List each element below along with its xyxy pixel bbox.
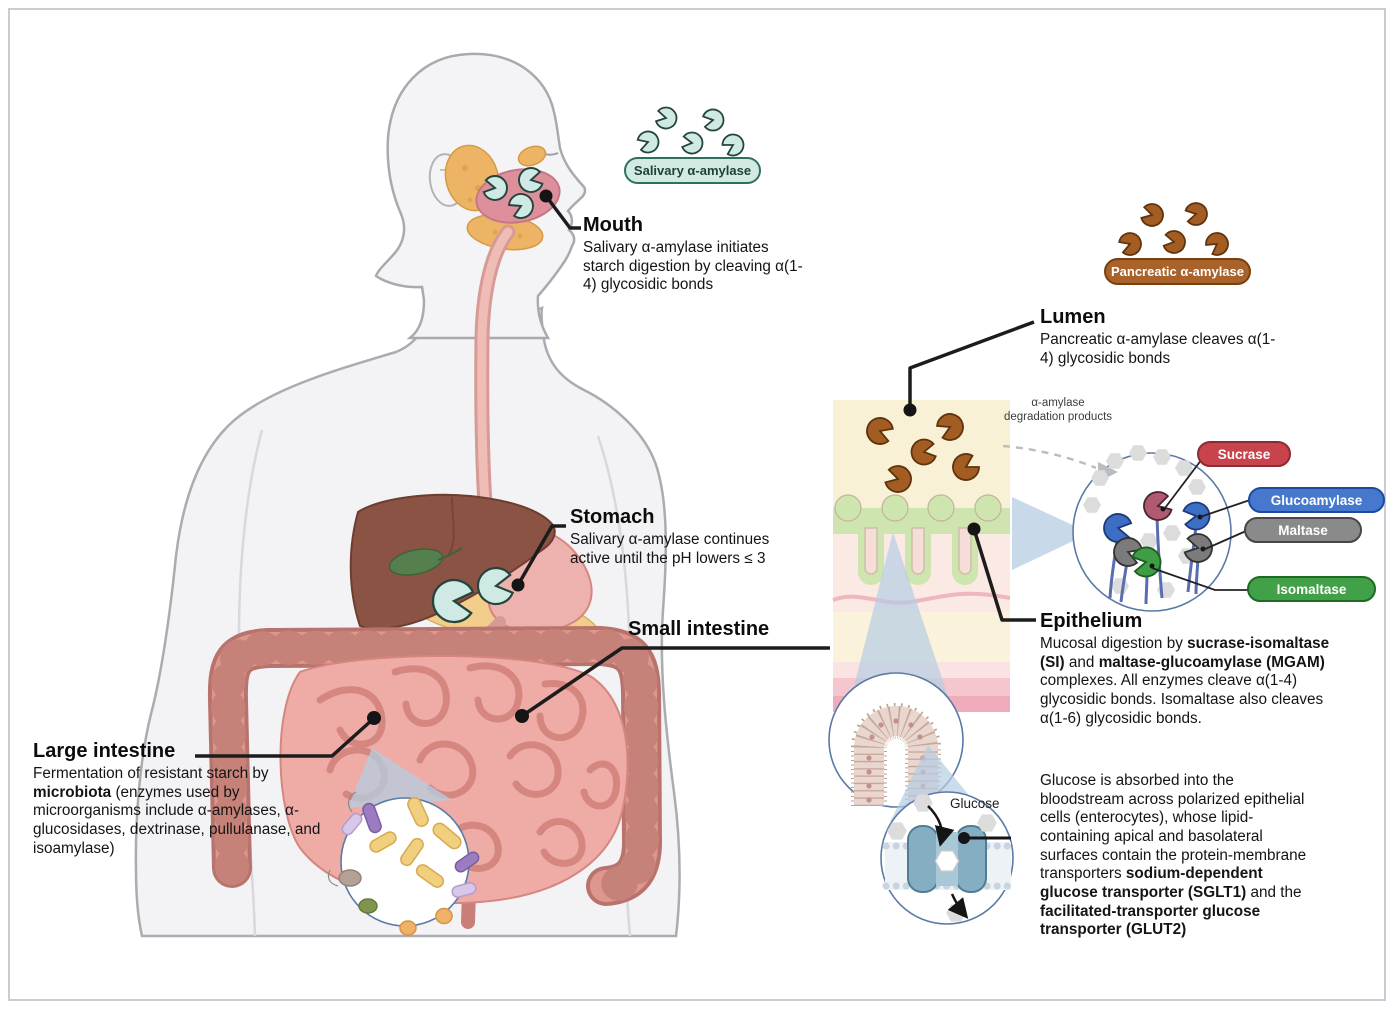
lumen-annotation: Lumen Pancreatic α-amylase cleaves α(1-4… bbox=[1040, 306, 1280, 368]
connectors bbox=[195, 194, 1036, 758]
epithelium-connector bbox=[972, 528, 1036, 622]
zoom-beam-wall-to-villus bbox=[850, 532, 950, 702]
connector-dots bbox=[367, 189, 981, 725]
large-intestine-connector bbox=[195, 718, 374, 758]
sucrase-pill-label: Sucrase bbox=[1217, 446, 1271, 462]
epithelium-annotation: Epithelium Mucosal digestion by sucrase-… bbox=[1040, 610, 1342, 728]
panel-border bbox=[8, 8, 1386, 1001]
pancreatic-amylase-pill-label: Pancreatic α-amylase bbox=[1110, 264, 1244, 279]
gallbladder bbox=[388, 547, 463, 576]
degradation-dashed-line bbox=[1002, 444, 1097, 470]
salivary-amylase-pill: Salivary α-amylase bbox=[624, 157, 761, 184]
transport-arrows bbox=[927, 805, 969, 919]
glucose-absorption-body: Glucose is absorbed into the bloodstream… bbox=[1040, 772, 1307, 939]
stomach-body: Salivary α-amylase continues active unti… bbox=[570, 531, 770, 567]
enzyme-zoom-circle bbox=[1072, 445, 1232, 612]
small-intestine-connector bbox=[521, 646, 830, 718]
stomach-annotation: Stomach Salivary α-amylase continues act… bbox=[570, 506, 802, 568]
epithelium-heading: Epithelium bbox=[1040, 610, 1143, 632]
isomaltase-pill-label: Isomaltase bbox=[1276, 581, 1347, 597]
liver-ridge bbox=[447, 496, 455, 557]
maltase-pill-label: Maltase bbox=[1278, 522, 1328, 538]
large-intestine-annotation: Large intestine Fermentation of resistan… bbox=[33, 740, 345, 858]
stomach-connector bbox=[516, 524, 566, 586]
degradation-products-note: α-amylase degradation products bbox=[1003, 397, 1113, 424]
large-intestine-heading: Large intestine bbox=[33, 740, 176, 762]
enzyme-pill-lines bbox=[1151, 454, 1251, 591]
pancreatic-amylase-cluster bbox=[1116, 200, 1234, 260]
isomaltase-pill: Isomaltase bbox=[1247, 576, 1376, 602]
microbiota-zoom-circle bbox=[327, 791, 480, 936]
microbiota-bacteria bbox=[327, 791, 480, 936]
sucrase-pill: Sucrase bbox=[1197, 441, 1291, 467]
zoom-beam-wall-to-enzymes bbox=[1012, 497, 1090, 570]
glucose-absorption-annotation: Glucose is absorbed into the bloodstream… bbox=[1040, 772, 1312, 940]
mouth-connector bbox=[544, 194, 581, 230]
epithelium-layer bbox=[833, 494, 1010, 585]
large-intestine-body: Fermentation of resistant starch by micr… bbox=[33, 765, 321, 857]
mouth-annotation: Mouth Salivary α-amylase initiates starc… bbox=[583, 214, 808, 295]
pancreatic-amylase-pill: Pancreatic α-amylase bbox=[1104, 258, 1251, 285]
small-intestine-annotation: Small intestine bbox=[628, 618, 769, 640]
mouth-heading: Mouth bbox=[583, 214, 643, 236]
large-intestine-organ bbox=[207, 626, 662, 906]
glucoamylase-pill-label: Glucoamylase bbox=[1270, 492, 1363, 508]
epithelium-body: Mucosal digestion by sucrase-isomaltase … bbox=[1040, 635, 1330, 727]
salivary-amylase-pill-label: Salivary α-amylase bbox=[633, 163, 752, 178]
glucose-label: Glucose bbox=[950, 796, 1000, 811]
glucose-zoom-circle bbox=[880, 791, 1014, 925]
lumen-body: Pancreatic α-amylase cleaves α(1-4) glyc… bbox=[1040, 331, 1276, 367]
small-intestine-heading: Small intestine bbox=[628, 618, 770, 640]
mouth-body: Salivary α-amylase initiates starch dige… bbox=[583, 239, 803, 294]
glucoamylase-pill: Glucoamylase bbox=[1248, 487, 1385, 513]
lumen-heading: Lumen bbox=[1040, 306, 1106, 328]
zoom-beam-colon-to-microbiota bbox=[348, 748, 452, 808]
salivary-amylase-cluster bbox=[635, 104, 749, 160]
lumen-connector bbox=[908, 320, 1035, 410]
maltase-pill: Maltase bbox=[1244, 517, 1362, 543]
stomach-heading: Stomach bbox=[570, 506, 655, 528]
